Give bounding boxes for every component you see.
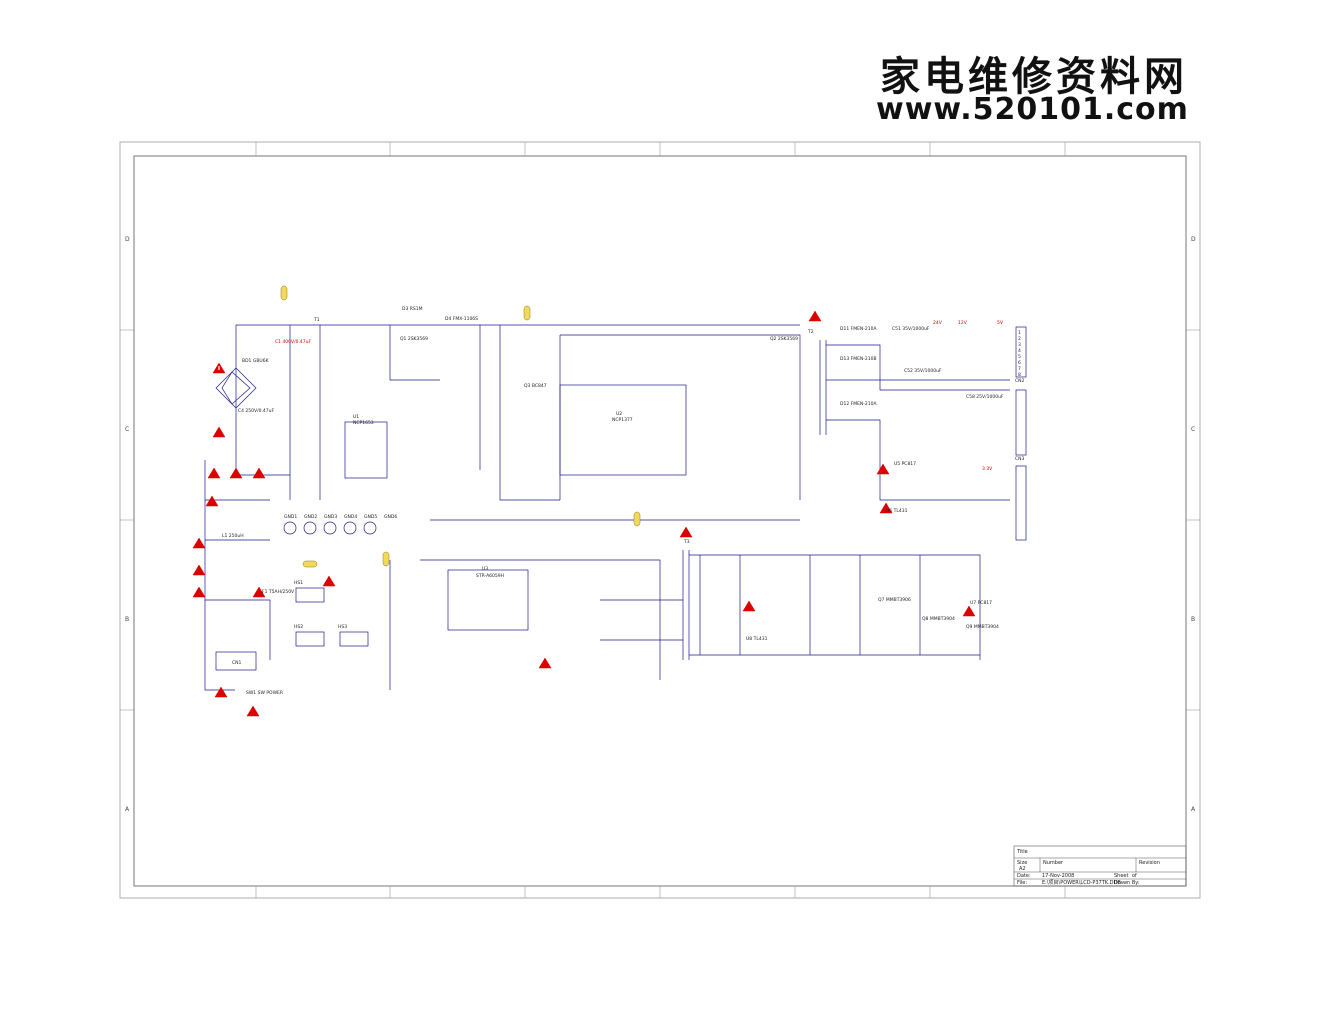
- size-value: A2: [1019, 866, 1026, 872]
- component-label: F1 T5AH/250V: [262, 589, 295, 595]
- component-label: D11 FMEN-210A: [840, 326, 878, 332]
- inner-border: [133, 155, 1187, 887]
- component-label: 3.3V: [982, 466, 993, 472]
- component-label: C52 35V/1000uF: [904, 368, 942, 374]
- component-label: D12 FMEN-210A: [840, 401, 878, 407]
- component-label: Q3 BC847: [524, 383, 547, 389]
- zone-letter-left: C: [125, 426, 129, 433]
- zone-letter-left: A: [125, 806, 130, 813]
- zone-letter-right: A: [1191, 806, 1196, 813]
- file-label: File:: [1017, 880, 1027, 886]
- zone-letter-right: C: [1191, 426, 1195, 433]
- zone-letter-right: D: [1191, 236, 1196, 243]
- component-label: GND4: [344, 514, 357, 520]
- svg-text:3: 3: [1018, 342, 1021, 348]
- component-label: BD1 GBU6K: [242, 358, 270, 364]
- component-label: GND6: [384, 514, 397, 520]
- connector-cn1-pins: 1 2 3 4 5 6 7 8: [1018, 330, 1021, 378]
- component-label: Q9 MMBT3904: [966, 624, 999, 630]
- component-label: Q2 2SK3569: [770, 336, 798, 342]
- ic-ref-u1: U1: [353, 414, 359, 420]
- component-label: D13 FMEN-210B: [840, 356, 877, 362]
- component-label: T1: [313, 317, 320, 323]
- component-label: C1 400V/0.47uF: [275, 339, 311, 345]
- component-label: GND1: [284, 514, 297, 520]
- component-label: GND3: [324, 514, 337, 520]
- component-label: L1 250uH: [222, 533, 244, 539]
- svg-text:6: 6: [1018, 360, 1021, 366]
- date-label: Date:: [1017, 873, 1031, 879]
- ic-ref-u2: U2: [616, 411, 622, 417]
- component-label: T2: [807, 329, 814, 335]
- component-label: C4 250V/0.47uF: [238, 408, 274, 414]
- svg-text:1: 1: [1018, 330, 1021, 336]
- component-label: HS1: [294, 580, 303, 586]
- test-point-tags: [280, 285, 641, 568]
- sheet-label: Sheet: [1114, 873, 1128, 879]
- zone-letter-left: D: [125, 236, 130, 243]
- component-label: CN1: [232, 660, 242, 666]
- sheet-value: of: [1132, 873, 1137, 879]
- component-label: CN3: [1015, 456, 1025, 462]
- file-value: E:\项目\POWER\LCD-P37TK.DDB: [1042, 880, 1121, 886]
- component-label: SW1 SW POWER: [246, 690, 283, 696]
- svg-text:4: 4: [1018, 348, 1021, 354]
- component-label: C58 25V/1000uF: [966, 394, 1004, 400]
- warning-marks: [218, 366, 220, 370]
- zone-letter-right: B: [1191, 616, 1195, 623]
- component-label: CN2: [1015, 378, 1025, 384]
- svg-text:5: 5: [1018, 354, 1021, 360]
- date-value: 17-Nov-2008: [1042, 873, 1074, 879]
- zone-letter-left: B: [125, 616, 129, 623]
- component-label: U7 PC817: [970, 600, 992, 606]
- ic-part-u2: NCP1377: [612, 417, 633, 423]
- column-ticks: [120, 142, 1200, 898]
- ic-part-u1: NCP1653: [353, 420, 374, 426]
- component-label: GND5: [364, 514, 377, 520]
- component-label: T3: [683, 539, 690, 545]
- svg-text:7: 7: [1018, 366, 1021, 372]
- svg-text:8: 8: [1018, 372, 1021, 378]
- drawn-label: Drawn By:: [1114, 880, 1140, 886]
- component-label: D3 RS1M: [402, 306, 423, 312]
- component-label: Q1 2SK3569: [400, 336, 428, 342]
- component-label: C51 35V/1000uF: [892, 326, 930, 332]
- component-label: 12V: [958, 320, 968, 326]
- watermark-chinese: 家电维修资料网: [880, 53, 1188, 100]
- watermark-url: www.520101.com: [876, 92, 1189, 127]
- component-label: D4 FMX-1106S: [445, 316, 478, 322]
- number-label: Number: [1043, 860, 1064, 866]
- component-label: U8 TL431: [746, 636, 768, 642]
- component-label: 24V: [933, 320, 943, 326]
- component-label: HS2: [294, 624, 303, 630]
- circuit-wiring: [204, 324, 1027, 691]
- title-block: Title Size A2 Number Revision Date: 17-N…: [1013, 845, 1187, 887]
- warning-triangles: [192, 310, 976, 717]
- component-label: 5V: [997, 320, 1004, 326]
- size-label: Size: [1017, 860, 1027, 866]
- title-label: Title: [1016, 849, 1028, 855]
- component-label: GND2: [304, 514, 317, 520]
- component-label: U5 PC817: [894, 461, 916, 467]
- ic-ref-u3: U3: [482, 566, 488, 572]
- revision-label: Revision: [1139, 860, 1160, 866]
- component-label: U6 TL431: [886, 508, 908, 514]
- component-label: Q7 MMBT3906: [878, 597, 911, 603]
- ic-part-u3: STR-A6059H: [476, 573, 504, 579]
- svg-text:2: 2: [1018, 336, 1021, 342]
- component-label: Q8 MMBT3904: [922, 616, 955, 622]
- component-label: HS3: [338, 624, 347, 630]
